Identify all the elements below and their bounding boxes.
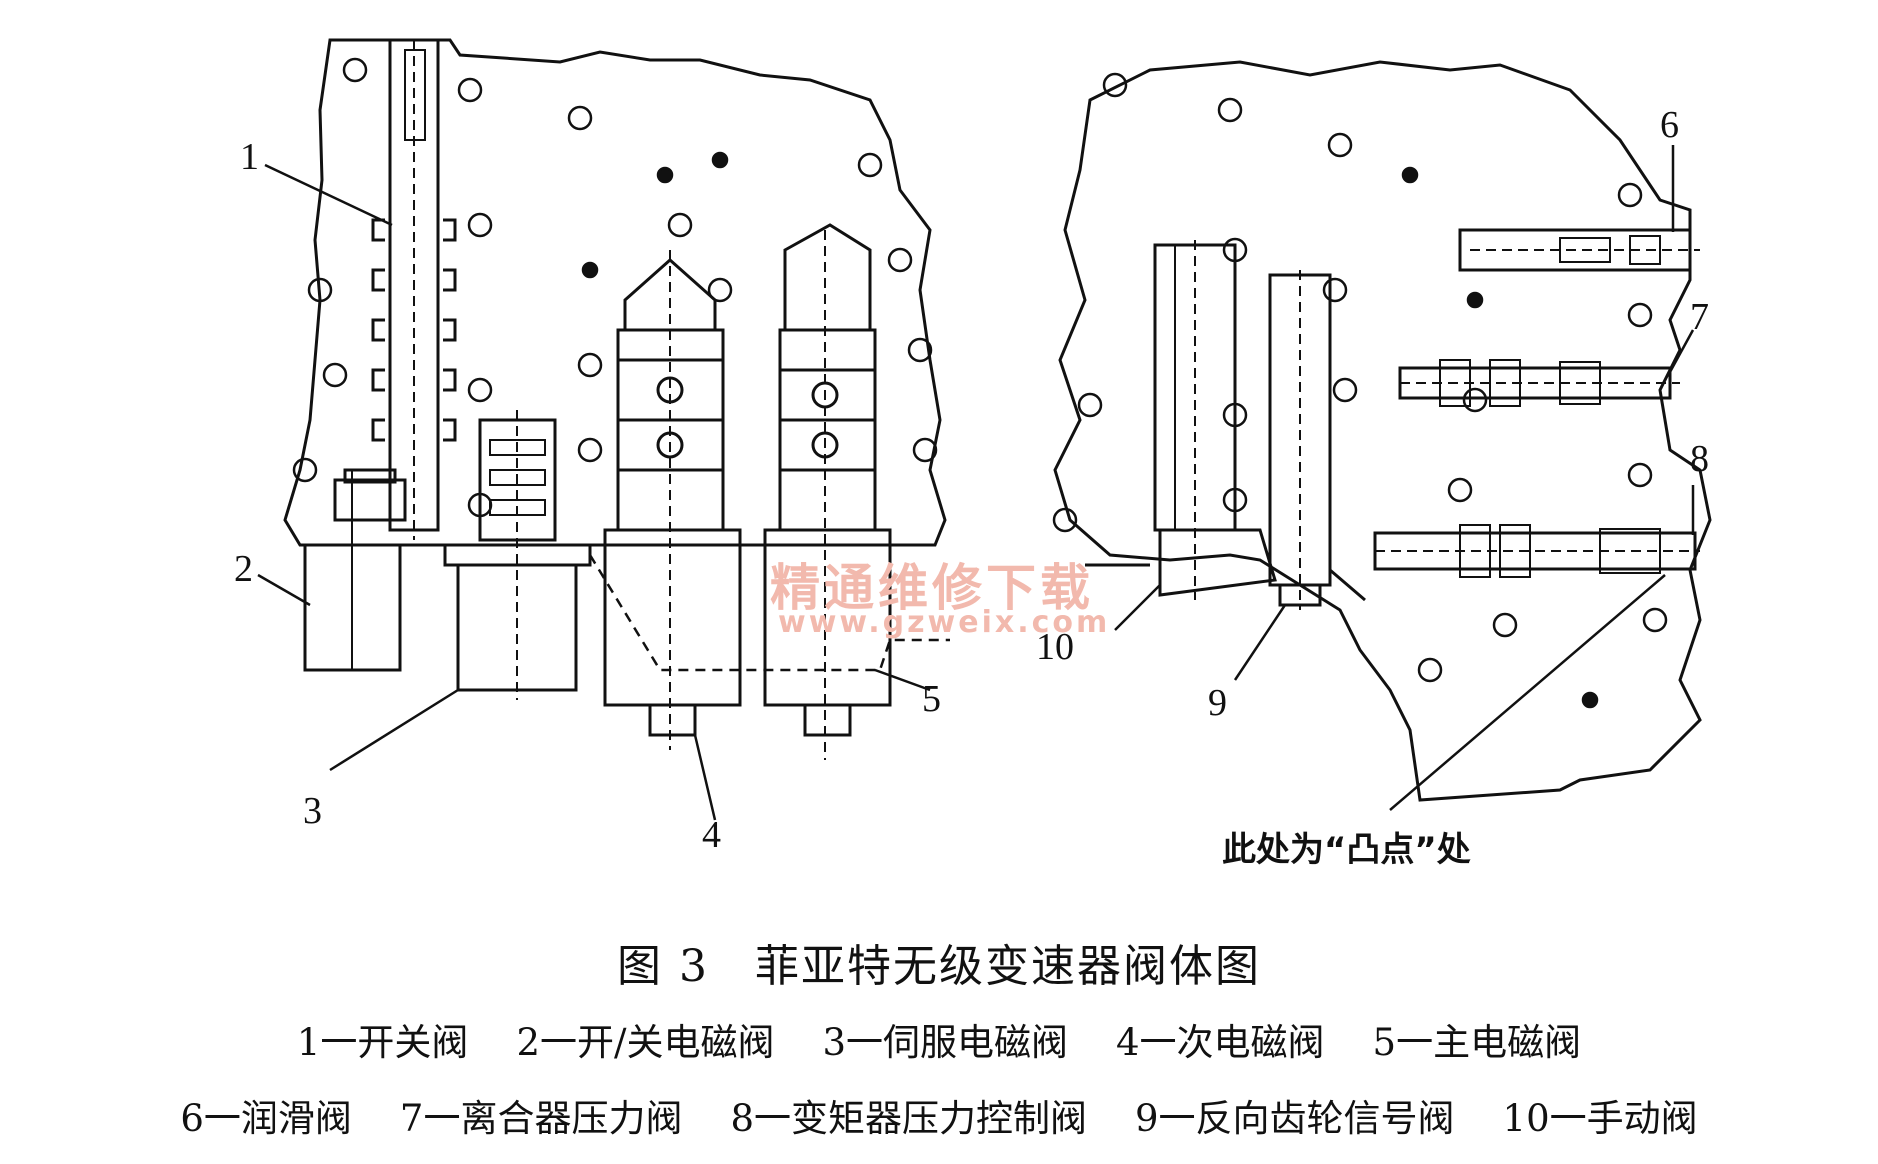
- label-7: 7: [1690, 296, 1709, 338]
- valve-body-diagram: [257, 38, 1712, 821]
- legend-item: 9一反向齿轮信号阀: [1135, 1097, 1455, 1140]
- manual-valve: [1085, 240, 1277, 600]
- bump-point-note: 此处为“凸点”处: [1222, 830, 1471, 870]
- watermark-url: www.gzweix.com: [778, 605, 1111, 640]
- clutch-pressure-valve: [1398, 359, 1680, 407]
- right-plate-bolt-holes: [1052, 72, 1668, 709]
- legend-item: 7一离合器压力阀: [399, 1097, 683, 1140]
- legend-item: 4一次电磁阀: [1116, 1021, 1325, 1064]
- label-1: 1: [240, 136, 259, 178]
- right-valve-body: [1052, 60, 1712, 802]
- label-6: 6: [1660, 104, 1679, 146]
- legend-item: 2一开/关电磁阀: [516, 1021, 775, 1064]
- switch-valve: [371, 38, 457, 540]
- label-9: 9: [1208, 682, 1227, 724]
- tc-pressure-control-valve: [1373, 524, 1700, 578]
- right-plate-outline: [1053, 60, 1712, 802]
- dashed-wiring: [588, 554, 950, 672]
- main-solenoid: [763, 223, 892, 760]
- legend-item: 8一变矩器压力控制阀: [730, 1097, 1087, 1140]
- left-plate-bolt-holes: [292, 57, 938, 518]
- reverse-signal-valve: [1268, 270, 1366, 610]
- legend-item: 1一开关阀: [296, 1021, 469, 1064]
- legend-row-1: 1一开关阀 2一开/关电磁阀 3一伺服电磁阀 4一次电磁阀 5一主电磁阀: [0, 1012, 1878, 1066]
- servo-solenoid: [443, 410, 592, 700]
- legend-item: 3一伺服电磁阀: [822, 1021, 1068, 1064]
- legend-row-2: 6一润滑阀 7一离合器压力阀 8一变矩器压力控制阀 9一反向齿轮信号阀 10一手…: [0, 1088, 1878, 1142]
- legend-item: 5一主电磁阀: [1372, 1021, 1582, 1064]
- legend-item: 6一润滑阀: [180, 1097, 352, 1140]
- figure-caption: 图 3 菲亚特无级变速器阀体图: [617, 941, 1261, 992]
- label-10: 10: [1036, 626, 1074, 668]
- label-8: 8: [1690, 438, 1709, 480]
- left-leader-lines: [257, 163, 931, 821]
- label-3: 3: [303, 790, 322, 832]
- left-valve-body: [283, 38, 947, 547]
- label-5: 5: [922, 678, 941, 720]
- watermark-cn: 精通维修下载: [770, 559, 1094, 617]
- label-4: 4: [702, 814, 721, 856]
- right-leader-lines: [1114, 145, 1695, 811]
- secondary-solenoid: [603, 250, 742, 750]
- legend-item: 10一手动阀: [1502, 1097, 1698, 1140]
- label-2: 2: [234, 548, 253, 590]
- on-off-solenoid: [303, 468, 407, 672]
- lubrication-valve: [1458, 228, 1700, 272]
- left-plate-outline: [283, 38, 947, 547]
